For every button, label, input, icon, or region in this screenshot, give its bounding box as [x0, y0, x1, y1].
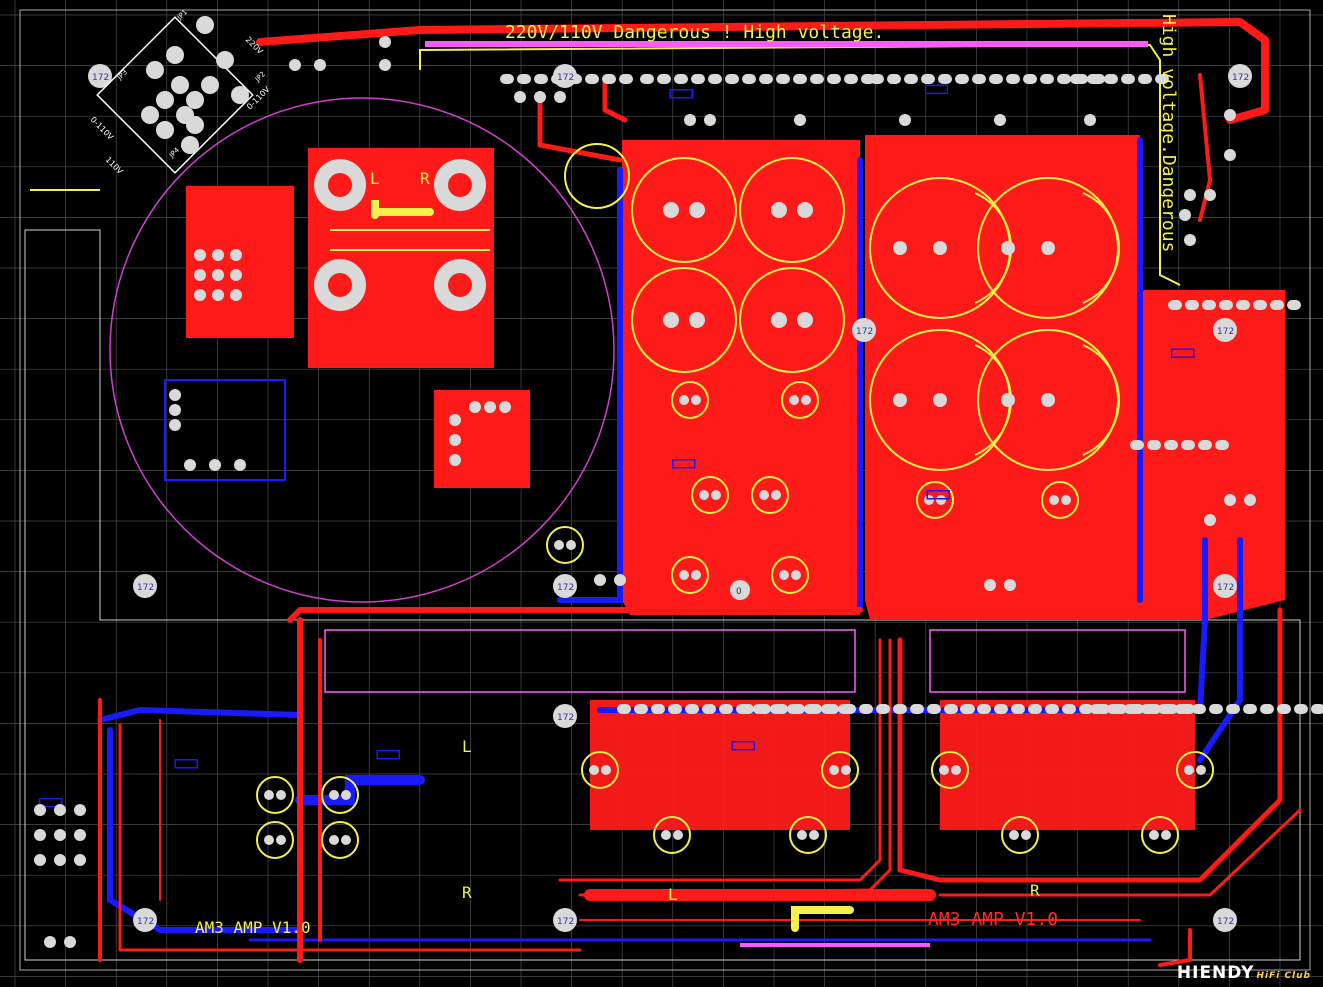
mounting-hole-label: 172 [1217, 327, 1234, 337]
channel-right-label-top: R [420, 169, 430, 188]
mounting-hole-label: 172 [856, 327, 873, 337]
fiducial-label: 0 [736, 587, 742, 597]
mounting-hole-label: 172 [1217, 583, 1234, 593]
mounting-holes: 172 172 172 172 172 172 172 172 172 172 172 172 [88, 64, 1252, 932]
mounting-hole-label: 172 [557, 73, 574, 83]
mounting-hole-label: 172 [1217, 917, 1234, 927]
fiducial-marker: 0 [730, 580, 750, 600]
channel-left-label-bottom: L [668, 885, 678, 904]
mounting-hole-label: 172 [557, 583, 574, 593]
top-copper-traces [98, 18, 1302, 967]
board-name-left: AM3 AMP V1.0 [195, 918, 311, 937]
components [39, 74, 1323, 808]
top-copper-pours [186, 135, 1285, 830]
high-voltage-warning-side: High voltage.Dangerous [1158, 14, 1179, 252]
filter-capacitors [256, 157, 1214, 859]
channel-right-label-mid: R [462, 883, 472, 902]
watermark-sub: HiFi Club [1256, 971, 1311, 981]
mounting-hole-label: 172 [557, 917, 574, 927]
mounting-hole-label: 172 [137, 917, 154, 927]
channel-left-label-mid: L [462, 737, 472, 756]
mounting-hole-label: 172 [92, 73, 109, 83]
mounting-hole-label: 172 [137, 583, 154, 593]
mounting-hole-label: 172 [1232, 73, 1249, 83]
watermark-brand: HIENDY [1176, 963, 1255, 983]
pads [34, 36, 1256, 948]
orientation-arrows [371, 200, 854, 932]
transformer-outline [109, 97, 615, 603]
board-outline [19, 9, 1311, 971]
silkscreen-lines [30, 41, 1181, 947]
channel-left-label-top: L [370, 169, 380, 188]
board-name-right: AM3 AMP V1.0 [928, 909, 1058, 930]
mounting-hole-label: 172 [557, 713, 574, 723]
channel-right-label-bottom: R [1030, 881, 1040, 900]
high-voltage-warning-top: 220V/110V Dangerous ! High voltage. [505, 22, 884, 43]
